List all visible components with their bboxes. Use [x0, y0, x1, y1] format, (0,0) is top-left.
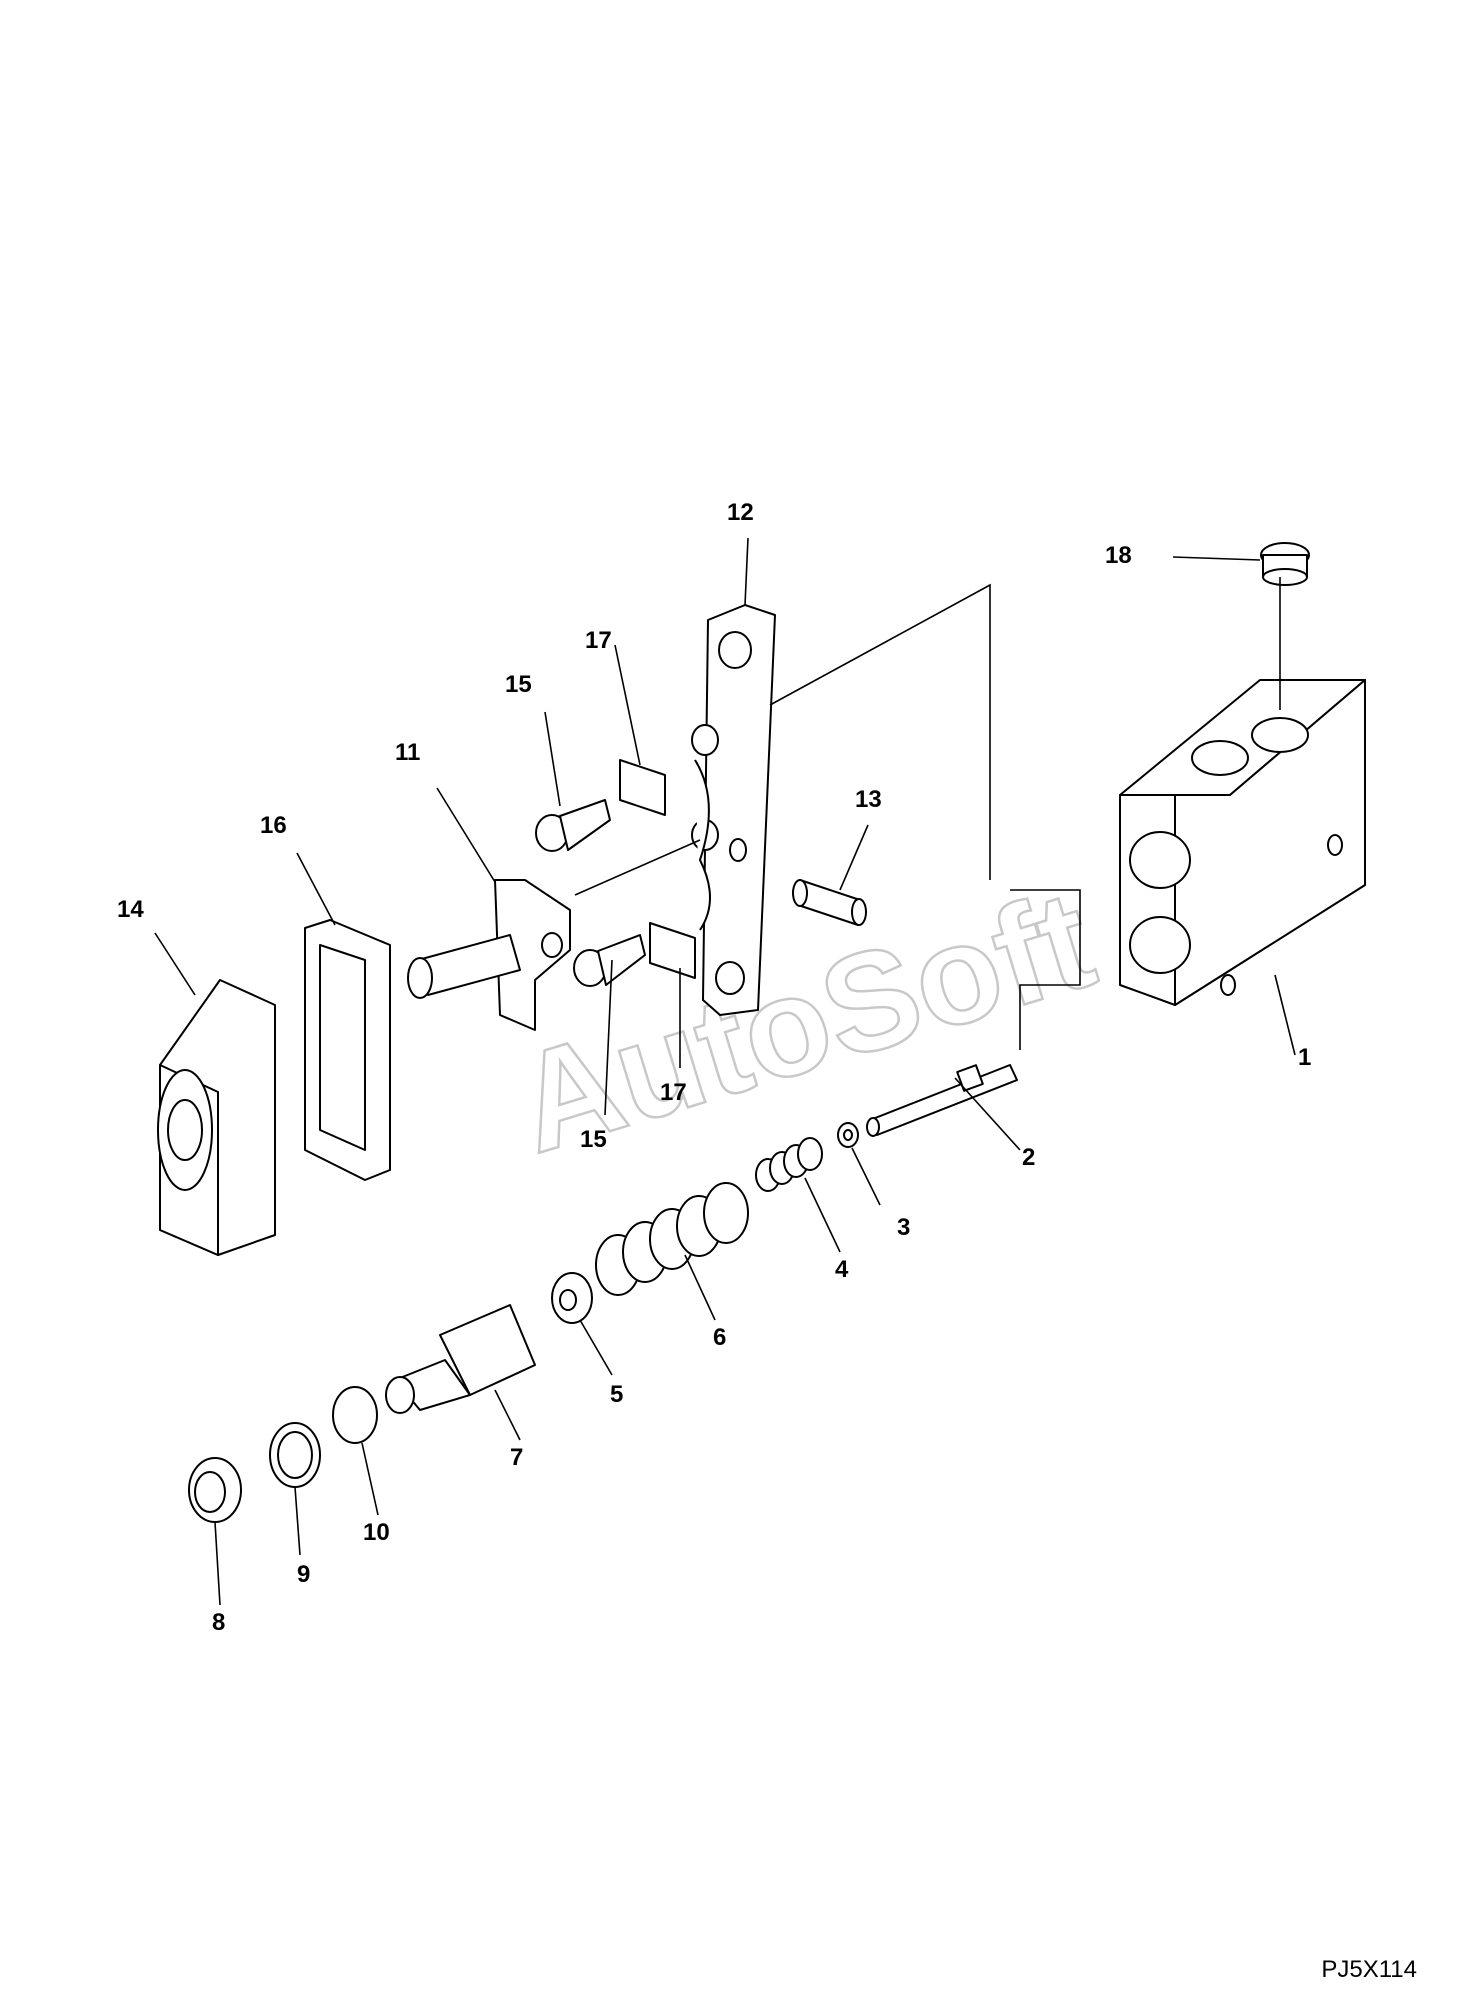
- part-1-valve-body: [1119, 679, 1366, 1006]
- part-3-washer: [837, 1122, 859, 1148]
- callout-2: 2: [1022, 1144, 1035, 1171]
- callout-18: 18: [1105, 542, 1132, 569]
- part-5-spring-seat: [551, 1272, 593, 1324]
- assembly-lines: [574, 577, 1281, 1050]
- part-9-bushing: [269, 1422, 321, 1488]
- part-7-piston: [385, 1304, 536, 1414]
- callout-13: 13: [855, 786, 882, 813]
- callout-17b: 17: [660, 1079, 687, 1106]
- callout-3: 3: [897, 1214, 910, 1241]
- drawing-code: PJ5X114: [1321, 1956, 1417, 1983]
- callout-15b: 15: [580, 1126, 607, 1153]
- part-18-plug: [1260, 542, 1310, 586]
- callout-10: 10: [363, 1519, 390, 1546]
- part-4-small-spring: [755, 1137, 823, 1192]
- part-11-lever: [407, 879, 571, 1031]
- callout-12: 12: [727, 499, 754, 526]
- callout-15: 15: [505, 671, 532, 698]
- callout-4: 4: [835, 1256, 849, 1283]
- callout-1: 1: [1298, 1044, 1311, 1071]
- part-12-plate: [691, 604, 776, 1016]
- part-16-gasket: [304, 919, 391, 1181]
- part-6-large-spring: [595, 1182, 749, 1296]
- callout-6: 6: [713, 1324, 726, 1351]
- leader-lines: [154, 537, 1296, 1606]
- callout-11: 11: [395, 739, 420, 766]
- part-8-retainer: [188, 1457, 242, 1523]
- callout-16: 16: [260, 812, 287, 839]
- part-15-bolts: [535, 799, 646, 987]
- callout-labels: 1 2 3 4 5 6 7 8 9 10 11 12 13 14 15 15 1…: [117, 499, 1311, 1636]
- callout-14: 14: [117, 896, 144, 923]
- callout-17: 17: [585, 627, 612, 654]
- part-13-pin: [792, 879, 867, 926]
- part-17-shims: [619, 759, 696, 979]
- callout-7: 7: [510, 1444, 523, 1471]
- part-10-o-ring: [332, 1386, 378, 1444]
- part-14-solenoid-cover: [157, 979, 276, 1256]
- callout-9: 9: [297, 1561, 310, 1588]
- callout-8: 8: [212, 1609, 225, 1636]
- callout-5: 5: [610, 1381, 623, 1408]
- part-2-spool: [866, 1064, 1018, 1137]
